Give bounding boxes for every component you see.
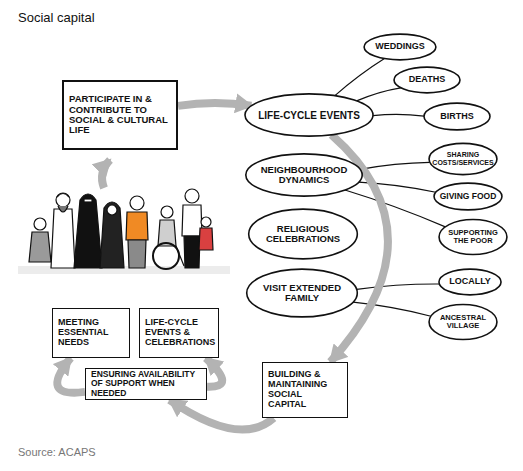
connector-line: [345, 190, 445, 227]
child-head: [201, 217, 211, 227]
ellipse-node: SHARING COSTS/SERVICES: [428, 142, 498, 176]
child-dress: [199, 228, 213, 250]
ellipse-shape: [245, 94, 373, 136]
node-label: VISIT EXTENDED FAMILY: [251, 283, 353, 304]
node-label: ENSURING AVAILABILITY OF SUPPORT WHEN NE…: [91, 370, 201, 398]
flow-arrow: [178, 103, 251, 106]
man-shirt: [182, 205, 202, 236]
woman-eyes: [84, 199, 92, 202]
connector-line: [357, 284, 440, 289]
man-trousers: [184, 236, 200, 268]
node-label: RELIGIOUS CELEBRATIONS: [253, 224, 353, 245]
node-label: GIVING FOOD: [440, 192, 497, 201]
node-label: SHARING COSTS/SERVICES: [432, 151, 493, 166]
wheelchair-wheel: [153, 243, 179, 269]
text-box: MEETING ESSENTIAL NEEDS: [52, 308, 130, 358]
wheelchair-leg: [176, 246, 184, 266]
node-label: LIFE-CYCLE EVENTS: [258, 110, 360, 121]
flow-arrow: [206, 358, 222, 387]
node-label: LIFE-CYCLE EVENTS & CELEBRATIONS: [145, 318, 215, 348]
woman-hijab: [100, 202, 124, 268]
text-box: LIFE-CYCLE EVENTS & CELEBRATIONS: [139, 308, 219, 358]
node-label: NEIGHBOURHOOD DYNAMICS: [250, 165, 358, 186]
ellipse-node: LIFE-CYCLE EVENTS: [243, 92, 375, 138]
ellipse-node: NEIGHBOURHOOD DYNAMICS: [244, 152, 364, 198]
man-head: [130, 196, 144, 210]
ellipse-shape: [439, 220, 507, 255]
man-beard: [58, 206, 68, 212]
text-box: PARTICIPATE IN & CONTRIBUTE TO SOCIAL & …: [62, 80, 178, 150]
ellipse-node: GIVING FOOD: [433, 182, 503, 211]
ellipse-node: SUPPORTING THE POOR: [438, 218, 508, 256]
flow-arrow: [170, 400, 274, 430]
man-robe: [51, 209, 75, 268]
ellipse-shape: [247, 269, 358, 317]
flow-arrow: [57, 358, 85, 393]
node-label: SUPPORTING THE POOR: [444, 229, 502, 246]
ellipse-shape: [364, 34, 436, 60]
ellipse-shape: [429, 143, 497, 174]
ellipse-shape: [434, 183, 502, 210]
ellipse-node: VISIT EXTENDED FAMILY: [245, 267, 359, 319]
ellipse-node: LOCALLY: [438, 268, 502, 296]
ellipse-node: RELIGIOUS CELEBRATIONS: [247, 207, 359, 261]
people-figures: [29, 189, 213, 269]
woman-face: [107, 205, 117, 215]
node-label: MEETING ESSENTIAL NEEDS: [58, 318, 124, 348]
source-caption: Source: ACAPS: [18, 446, 96, 458]
man-cap: [57, 194, 69, 198]
ellipse-shape: [246, 154, 362, 196]
diagram-title: Social capital: [18, 10, 95, 25]
node-label: WEDDINGS: [375, 42, 425, 52]
woman-niqab: [74, 194, 102, 268]
text-box: BUILDING & MAINTAINING SOCIAL CAPITAL: [262, 362, 348, 418]
child-head: [34, 218, 46, 230]
text-box: ENSURING AVAILABILITY OF SUPPORT WHEN NE…: [85, 368, 207, 400]
ellipse-shape: [394, 67, 460, 93]
ellipse-node: DEATHS: [393, 66, 461, 94]
ellipse-shape: [249, 209, 358, 259]
man-head: [56, 193, 70, 207]
node-label: BUILDING & MAINTAINING SOCIAL CAPITAL: [268, 370, 342, 410]
node-label: PARTICIPATE IN & CONTRIBUTE TO SOCIAL & …: [69, 94, 171, 136]
node-label: LOCALLY: [449, 277, 491, 287]
man-head: [185, 189, 199, 203]
man-trousers: [128, 240, 146, 268]
man-shirt: [126, 212, 148, 240]
people-arrow: [102, 160, 110, 188]
ellipse-shape: [424, 103, 490, 130]
node-label: DEATHS: [409, 75, 445, 85]
ellipse-node: ANCESTRAL VILLAGE: [428, 303, 498, 341]
child-dress: [29, 232, 51, 262]
connector-line: [373, 114, 424, 116]
node-label: ANCESTRAL VILLAGE: [434, 314, 492, 331]
wheelchair-user-head: [161, 206, 173, 218]
connector-line: [357, 88, 401, 101]
connector-line: [335, 59, 385, 96]
connector-line: [360, 162, 430, 169]
ellipse-shape: [439, 269, 501, 295]
node-label: BIRTHS: [440, 112, 474, 122]
ellipse-node: WEDDINGS: [363, 33, 437, 61]
ellipse-shape: [429, 305, 497, 340]
ellipse-node: BIRTHS: [423, 102, 491, 131]
